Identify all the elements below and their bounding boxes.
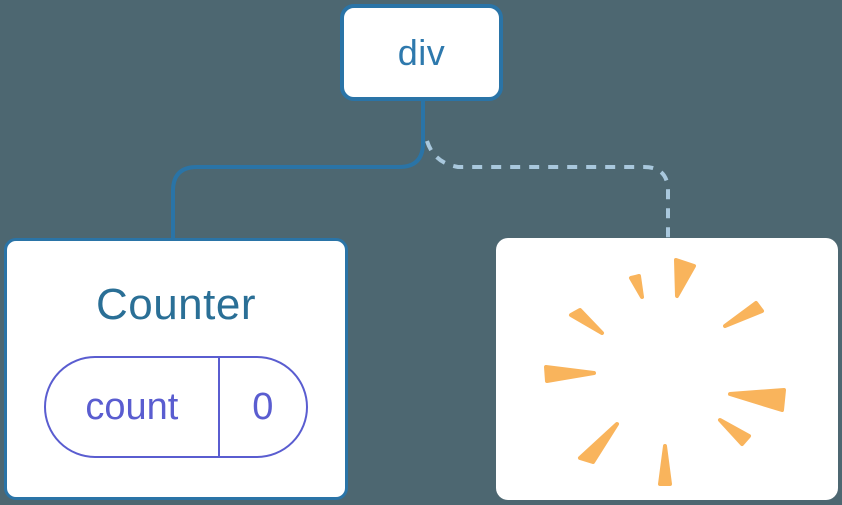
counter-node: Counter count 0 (4, 238, 348, 500)
poof-icon (544, 258, 786, 486)
counter-title: Counter (95, 280, 257, 329)
root-node-label: div (397, 31, 446, 73)
removed-node (496, 238, 838, 500)
state-value: 0 (217, 358, 306, 456)
state-pill: count 0 (44, 356, 308, 458)
connector-solid (171, 98, 425, 239)
root-node-div: div (340, 4, 503, 101)
state-name: count (85, 385, 179, 428)
connector-dashed (425, 140, 670, 239)
